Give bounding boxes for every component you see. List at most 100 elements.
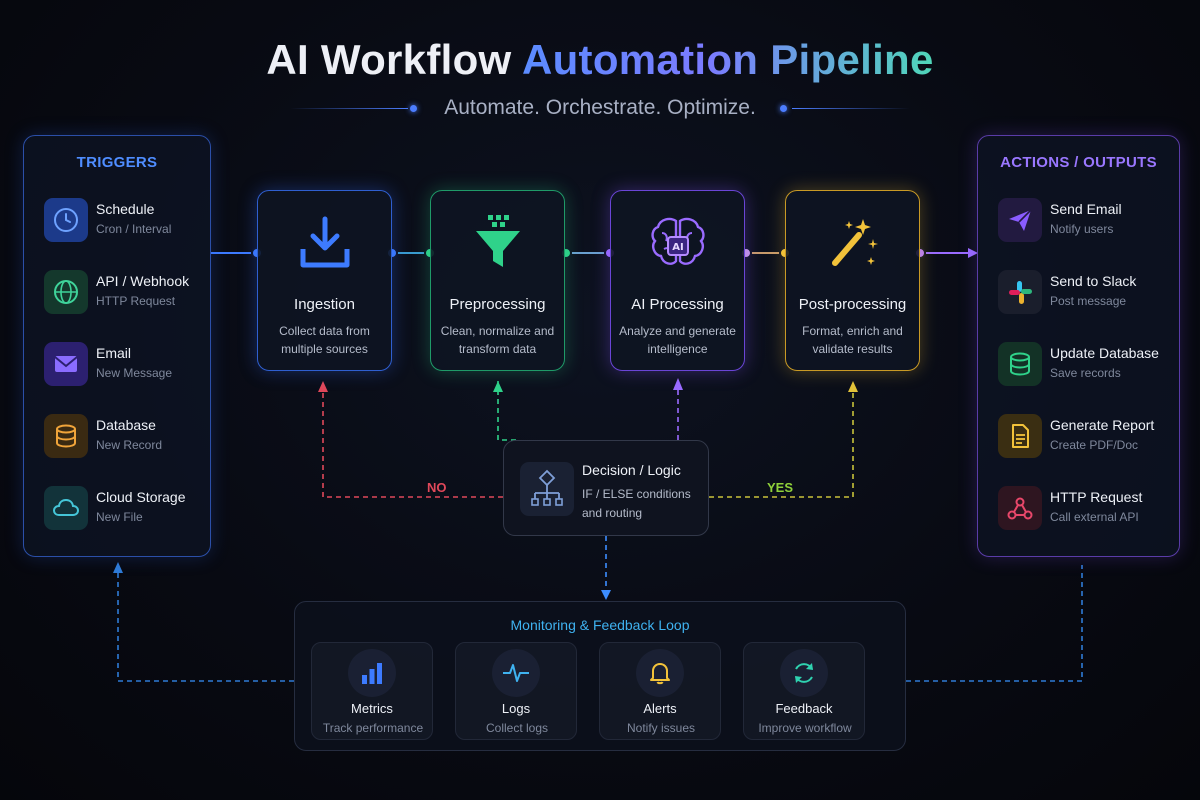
action-sub: Create PDF/Doc <box>1050 438 1139 452</box>
action-sub: Notify users <box>1050 222 1114 236</box>
action-sub: Call external API <box>1050 510 1139 524</box>
trigger-database[interactable]: Database New Record <box>36 407 200 465</box>
yes-label: YES <box>767 480 794 495</box>
clock-icon <box>44 198 88 242</box>
stage-name: Preprocessing <box>449 296 546 313</box>
stage-name: Ingestion <box>294 296 355 313</box>
database-icon <box>44 414 88 458</box>
trigger-sub: HTTP Request <box>96 294 176 308</box>
title-part-2: Automation Pipeline <box>521 36 934 83</box>
trigger-schedule[interactable]: Schedule Cron / Interval <box>36 191 200 249</box>
decision-tree-icon <box>520 462 574 516</box>
globe-icon <box>44 270 88 314</box>
stage-desc: Collect data from multiple sources <box>279 324 370 356</box>
trigger-label: Schedule <box>96 201 155 217</box>
monitor-sub: Track performance <box>322 721 424 735</box>
action-label: HTTP Request <box>1050 489 1143 505</box>
subtitle-dot-left <box>410 105 417 112</box>
action-sub: Post message <box>1050 294 1127 308</box>
trigger-label: Database <box>96 417 156 433</box>
bar-chart-icon <box>348 649 396 697</box>
action-update-database[interactable]: Update Database Save records <box>990 335 1168 393</box>
magic-wand-icon <box>786 213 919 273</box>
bell-icon <box>636 649 684 697</box>
action-generate-report[interactable]: Generate Report Create PDF/Doc <box>990 407 1168 465</box>
triggers-panel: TRIGGERS Schedule Cron / Interval API / … <box>23 135 211 557</box>
trigger-cloud-storage[interactable]: Cloud Storage New File <box>36 479 200 537</box>
action-label: Send Email <box>1050 201 1122 217</box>
no-label: NO <box>427 480 447 495</box>
decision-logic-node[interactable]: Decision / Logic IF / ELSE conditions an… <box>503 440 709 536</box>
monitor-sub: Improve workflow <box>758 721 852 735</box>
action-send-email[interactable]: Send Email Notify users <box>990 191 1168 249</box>
monitor-label: Alerts <box>643 701 677 716</box>
trigger-email[interactable]: Email New Message <box>36 335 200 393</box>
trigger-sub: New Message <box>96 366 173 380</box>
monitor-label: Metrics <box>351 701 393 716</box>
subtitle-dot-right <box>780 105 787 112</box>
slack-icon <box>998 270 1042 314</box>
trigger-label: API / Webhook <box>96 273 190 289</box>
monitoring-panel: Monitoring & Feedback Loop Metrics Track… <box>294 601 906 751</box>
monitor-feedback[interactable]: Feedback Improve workflow <box>743 642 865 740</box>
trigger-sub: Cron / Interval <box>96 222 172 236</box>
trigger-label: Cloud Storage <box>96 489 186 505</box>
actions-panel: ACTIONS / OUTPUTS Send Email Notify user… <box>977 135 1180 557</box>
monitor-label: Feedback <box>775 701 833 716</box>
no-arrowhead <box>318 381 328 392</box>
feedback-loop-right <box>906 565 1083 682</box>
action-label: Send to Slack <box>1050 273 1137 289</box>
stage-desc: Format, enrich and validate results <box>802 324 903 356</box>
monitor-sub: Notify issues <box>626 721 696 735</box>
stage-ingestion[interactable]: Ingestion Collect data from multiple sou… <box>257 190 392 371</box>
action-label: Update Database <box>1050 345 1159 361</box>
stage-name: AI Processing <box>631 296 724 313</box>
document-icon <box>998 414 1042 458</box>
no-path <box>322 390 503 498</box>
mail-icon <box>44 342 88 386</box>
monitor-logs[interactable]: Logs Collect logs <box>455 642 577 740</box>
database-icon <box>998 342 1042 386</box>
page-title: AI Workflow Automation Pipeline <box>0 36 1200 84</box>
subtitle-divider-right <box>792 108 910 109</box>
action-send-slack[interactable]: Send to Slack Post message <box>990 263 1168 321</box>
send-icon <box>998 198 1042 242</box>
stage-ai-processing[interactable]: AI AI Processing Analyze and generate in… <box>610 190 745 371</box>
subtitle-divider-left <box>290 108 408 109</box>
action-label: Generate Report <box>1050 417 1155 433</box>
ai-brain-icon: AI <box>611 213 744 273</box>
svg-text:AI: AI <box>672 242 683 253</box>
stage-preprocessing[interactable]: Preprocessing Clean, normalize and trans… <box>430 190 565 371</box>
webhook-icon <box>998 486 1042 530</box>
decision-desc: IF / ELSE conditions and routing <box>582 487 691 520</box>
action-http-request[interactable]: HTTP Request Call external API <box>990 479 1168 537</box>
yes-arrowhead <box>848 381 858 392</box>
monitor-alerts[interactable]: Alerts Notify issues <box>599 642 721 740</box>
subtitle: Automate. Orchestrate. Optimize. <box>444 96 756 119</box>
refresh-icon <box>780 649 828 697</box>
title-part-1: AI Workflow <box>266 36 512 83</box>
funnel-icon <box>431 213 564 273</box>
actions-title: ACTIONS / OUTPUTS <box>1000 154 1157 171</box>
stage-desc: Clean, normalize and transform data <box>440 324 555 356</box>
decision-name: Decision / Logic <box>582 462 681 478</box>
action-sub: Save records <box>1050 366 1121 380</box>
monitoring-title: Monitoring & Feedback Loop <box>510 617 690 633</box>
cloud-icon <box>44 486 88 530</box>
yes-path <box>709 390 854 498</box>
feedback-loop-left <box>117 570 294 682</box>
stage-name: Post-processing <box>798 296 907 313</box>
stage-post-processing[interactable]: Post-processing Format, enrich and valid… <box>785 190 920 371</box>
trigger-sub: New Record <box>96 438 163 452</box>
trigger-label: Email <box>96 345 132 361</box>
monitor-label: Logs <box>501 701 531 716</box>
triggers-title: TRIGGERS <box>76 154 158 171</box>
download-icon <box>258 213 391 273</box>
monitor-metrics[interactable]: Metrics Track performance <box>311 642 433 740</box>
trigger-api-webhook[interactable]: API / Webhook HTTP Request <box>36 263 200 321</box>
stage-desc: Analyze and generate intelligence <box>619 324 736 356</box>
monitor-sub: Collect logs <box>485 721 549 735</box>
pulse-icon <box>492 649 540 697</box>
trigger-sub: New File <box>96 510 143 524</box>
